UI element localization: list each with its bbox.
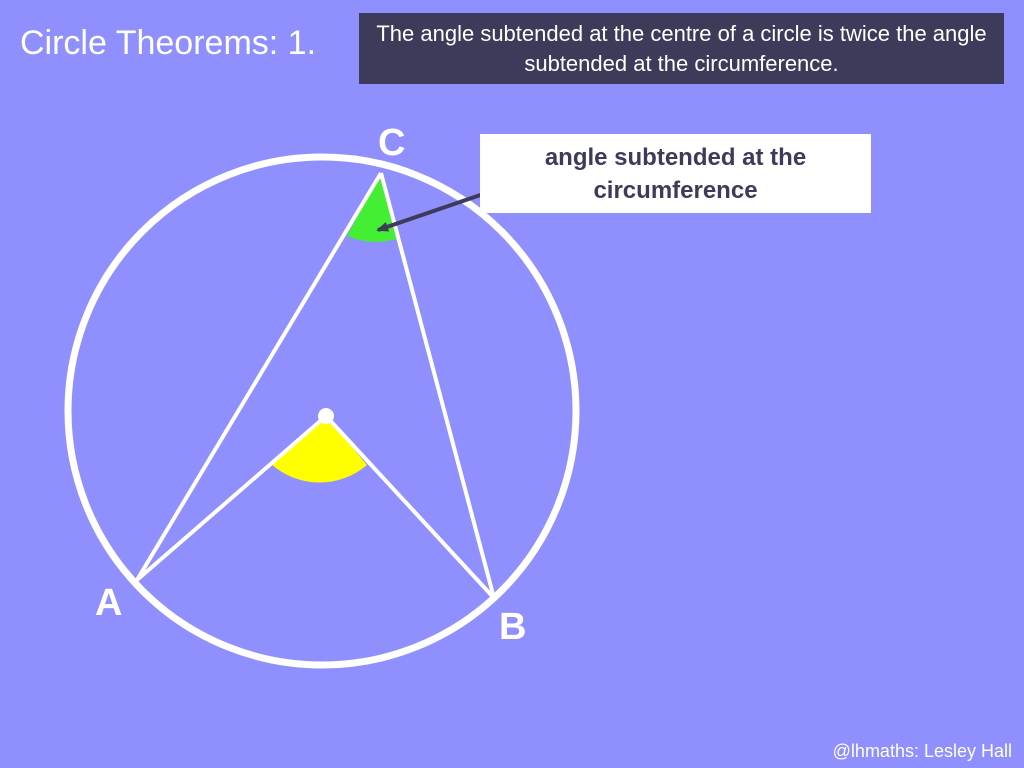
point-label-a: A: [95, 582, 123, 624]
centre-point: [318, 408, 334, 424]
theorem-statement: The angle subtended at the centre of a c…: [359, 13, 1004, 84]
point-label-b: B: [499, 606, 527, 648]
slide-title: Circle Theorems: 1.: [20, 24, 317, 62]
credit-text: @lhmaths: Lesley Hall: [832, 741, 1012, 761]
circle: [64, 153, 580, 669]
chord-cb: [379, 172, 496, 599]
theorem-text: The angle subtended at the centre of a c…: [376, 20, 987, 76]
callout-arrow: [376, 188, 496, 232]
chord-ca: [135, 171, 383, 582]
point-label-c: C: [378, 122, 406, 164]
centre-angle-sector: [271, 416, 367, 483]
callout-box: angle subtended at the circumference: [480, 134, 871, 213]
callout-text: angle subtended at the circumference: [544, 143, 807, 204]
radius-ob: [324, 414, 496, 600]
radius-oa: [135, 414, 328, 582]
